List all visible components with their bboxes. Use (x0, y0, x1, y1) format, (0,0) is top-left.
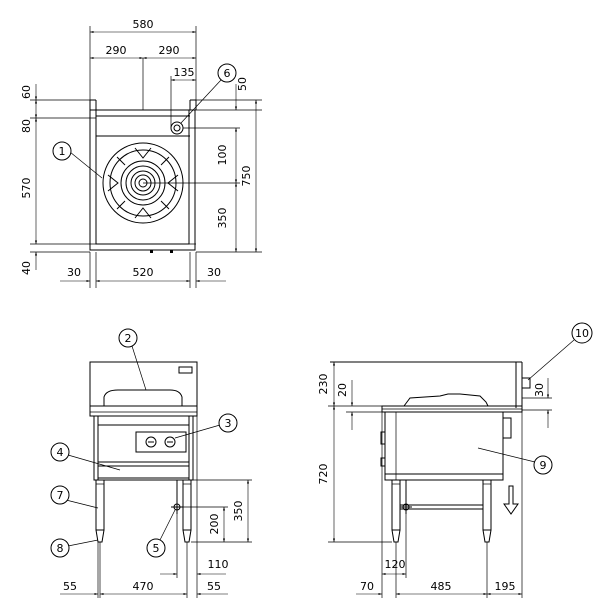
dim-100: 100 (216, 145, 229, 166)
dim-350-top: 350 (216, 208, 229, 229)
front-top-plate (89, 405, 198, 417)
callout-7 (50, 485, 70, 505)
svg-text:6: 6 (224, 67, 231, 80)
dim-120: 120 (385, 558, 406, 571)
dim-750: 750 (240, 166, 253, 187)
dim-230: 230 (317, 374, 330, 395)
side-leg-right (482, 479, 492, 531)
callout-5 (146, 538, 166, 558)
dim-50: 50 (236, 77, 249, 91)
front-pot-shape (103, 389, 183, 406)
front-leg-right (182, 479, 192, 531)
front-shelf (97, 461, 190, 467)
front-view: 350 200 110 55 470 55 2 3 4 7 8 (50, 328, 252, 598)
dim-195: 195 (495, 580, 516, 593)
callout-4 (50, 442, 70, 462)
dim-55-right: 55 (207, 580, 221, 593)
front-knob-right-icon (164, 436, 176, 448)
side-leg-left (391, 479, 401, 531)
svg-text:1: 1 (59, 145, 66, 158)
side-pot-shape (403, 393, 489, 407)
dim-80: 80 (20, 119, 33, 133)
gas-knob-icon (170, 121, 184, 135)
front-control-panel (135, 431, 187, 453)
svg-text:10: 10 (575, 327, 589, 340)
dim-570: 570 (20, 178, 33, 199)
dim-350-front: 350 (232, 501, 245, 522)
side-body (384, 411, 504, 481)
callout-1 (52, 141, 72, 161)
side-view: 230 20 720 30 120 70 485 195 10 9 (317, 322, 593, 598)
dim-110: 110 (208, 558, 229, 571)
dim-30-right: 30 (207, 266, 221, 279)
dim-720: 720 (317, 464, 330, 485)
callout-2 (118, 328, 138, 348)
dim-70: 70 (360, 580, 374, 593)
dim-30-side: 30 (533, 383, 546, 397)
dim-200: 200 (208, 514, 221, 535)
callout-3 (218, 413, 238, 433)
flow-arrow-icon (503, 485, 519, 515)
top-body-outline (89, 109, 196, 251)
svg-text:5: 5 (153, 542, 160, 555)
callout-8 (50, 538, 70, 558)
svg-text:4: 4 (57, 446, 64, 459)
dim-580: 580 (133, 18, 154, 31)
dim-30-left: 30 (67, 266, 81, 279)
dim-20: 20 (336, 383, 349, 397)
side-stretcher (399, 504, 484, 510)
front-backsplash (89, 361, 198, 407)
dim-470: 470 (133, 580, 154, 593)
front-leg-left (95, 479, 105, 531)
svg-text:7: 7 (57, 489, 64, 502)
dim-40: 40 (20, 261, 33, 275)
burner-icon (102, 142, 184, 224)
top-view: 580 290 290 135 60 80 570 40 50 100 350 (20, 18, 262, 288)
svg-text:2: 2 (125, 332, 132, 345)
svg-text:8: 8 (57, 542, 64, 555)
dim-55-left: 55 (63, 580, 77, 593)
callout-10 (571, 322, 593, 344)
svg-text:9: 9 (540, 459, 547, 472)
dim-290-right: 290 (159, 44, 180, 57)
dim-135: 135 (174, 66, 195, 79)
side-pipe-stub (521, 377, 531, 389)
dim-485: 485 (431, 580, 452, 593)
callout-9 (533, 455, 553, 475)
callout-6 (217, 63, 237, 83)
dim-520: 520 (133, 266, 154, 279)
svg-text:3: 3 (225, 417, 232, 430)
dim-60: 60 (20, 85, 33, 99)
dim-290-left: 290 (106, 44, 127, 57)
front-knob-left-icon (145, 436, 157, 448)
